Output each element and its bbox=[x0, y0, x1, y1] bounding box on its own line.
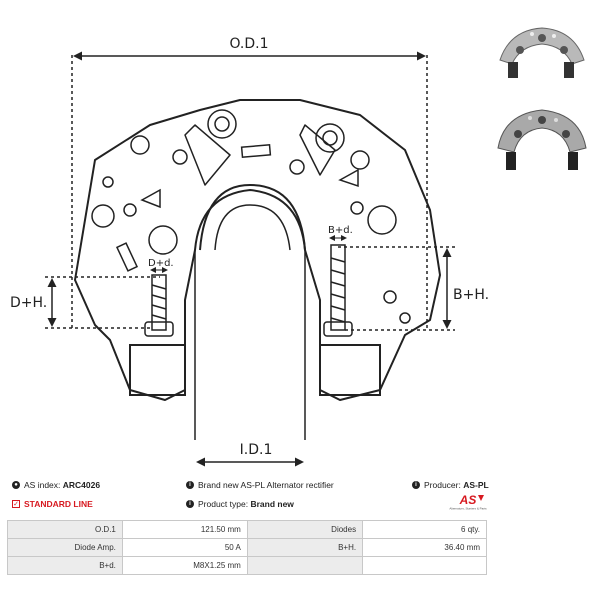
spec-key: O.D.1 bbox=[7, 520, 123, 539]
spec-key: Diodes bbox=[246, 520, 364, 539]
spec-value: 121.50 mm bbox=[121, 520, 248, 539]
id-label: I.D.1 bbox=[240, 442, 273, 458]
dd-dimension: D+d. bbox=[148, 258, 174, 273]
id-dimension: I.D.1 bbox=[196, 442, 304, 467]
bd-dimension: B+d. bbox=[328, 225, 353, 241]
as-index-value: ARC4026 bbox=[62, 480, 101, 490]
spec-key: B+d. bbox=[7, 556, 123, 575]
as-index-label: AS index: bbox=[24, 480, 61, 490]
od-dimension: O.D.1 bbox=[71, 36, 428, 330]
spec-key bbox=[246, 556, 364, 575]
description-info: i Brand new AS-PL Alternator rectifier bbox=[186, 480, 334, 490]
spec-value bbox=[362, 556, 487, 575]
bolt-right bbox=[319, 244, 381, 396]
product-type-info: i Product type: Brand new bbox=[186, 499, 294, 509]
spec-key: B+H. bbox=[246, 538, 364, 557]
spec-value: M8X1.25 mm bbox=[121, 556, 248, 575]
product-photo-bottom[interactable] bbox=[492, 102, 592, 180]
description-text: Brand new AS-PL Alternator rectifier bbox=[198, 480, 334, 490]
rectifier-features bbox=[91, 109, 411, 324]
producer-value: AS-PL bbox=[463, 480, 489, 490]
product-photo-top[interactable] bbox=[492, 20, 592, 98]
od-label: O.D.1 bbox=[229, 36, 268, 52]
info-icon: i bbox=[186, 500, 194, 508]
table-row: B+d. M8X1.25 mm bbox=[7, 556, 487, 575]
spec-value: 36.40 mm bbox=[362, 538, 487, 557]
table-row: Diode Amp. 50 A B+H. 36.40 mm bbox=[7, 538, 487, 557]
info-icon: ● bbox=[12, 481, 20, 489]
rectifier-technical-drawing: O.D.1 I.D.1 D+H. B+H. B+d. D+d. bbox=[10, 36, 489, 467]
table-row: O.D.1 121.50 mm Diodes 6 qty. bbox=[7, 520, 487, 539]
info-icon: i bbox=[186, 481, 194, 489]
product-type-value: Brand new bbox=[250, 499, 294, 509]
logo-subtext: Alternators, Starters & Parts bbox=[449, 507, 487, 511]
bolt-left bbox=[129, 274, 186, 396]
standard-line-badge: ✓ STANDARD LINE bbox=[12, 499, 93, 509]
dh-dimension: D+H. bbox=[10, 276, 160, 329]
logo-text: AS bbox=[459, 493, 477, 507]
dd-label: D+d. bbox=[148, 258, 174, 269]
info-icon: i bbox=[412, 481, 420, 489]
as-pl-logo: AS Alternators, Starters & Parts bbox=[449, 493, 487, 511]
producer-info: i Producer: AS-PL bbox=[412, 480, 489, 490]
dh-label: D+H. bbox=[10, 295, 47, 311]
spec-value: 6 qty. bbox=[362, 520, 487, 539]
bh-dimension: B+H. bbox=[338, 246, 489, 331]
spec-key: Diode Amp. bbox=[7, 538, 123, 557]
producer-label: Producer: bbox=[424, 480, 461, 490]
as-index-info: ● AS index: ARC4026 bbox=[12, 480, 100, 490]
check-icon: ✓ bbox=[12, 500, 20, 508]
spec-value: 50 A bbox=[121, 538, 248, 557]
specs-table: O.D.1 121.50 mm Diodes 6 qty. Diode Amp.… bbox=[7, 520, 487, 575]
standard-line-text: STANDARD LINE bbox=[24, 499, 93, 509]
bd-label: B+d. bbox=[328, 225, 353, 236]
bh-label: B+H. bbox=[453, 287, 489, 303]
product-type-label: Product type: bbox=[198, 499, 249, 509]
